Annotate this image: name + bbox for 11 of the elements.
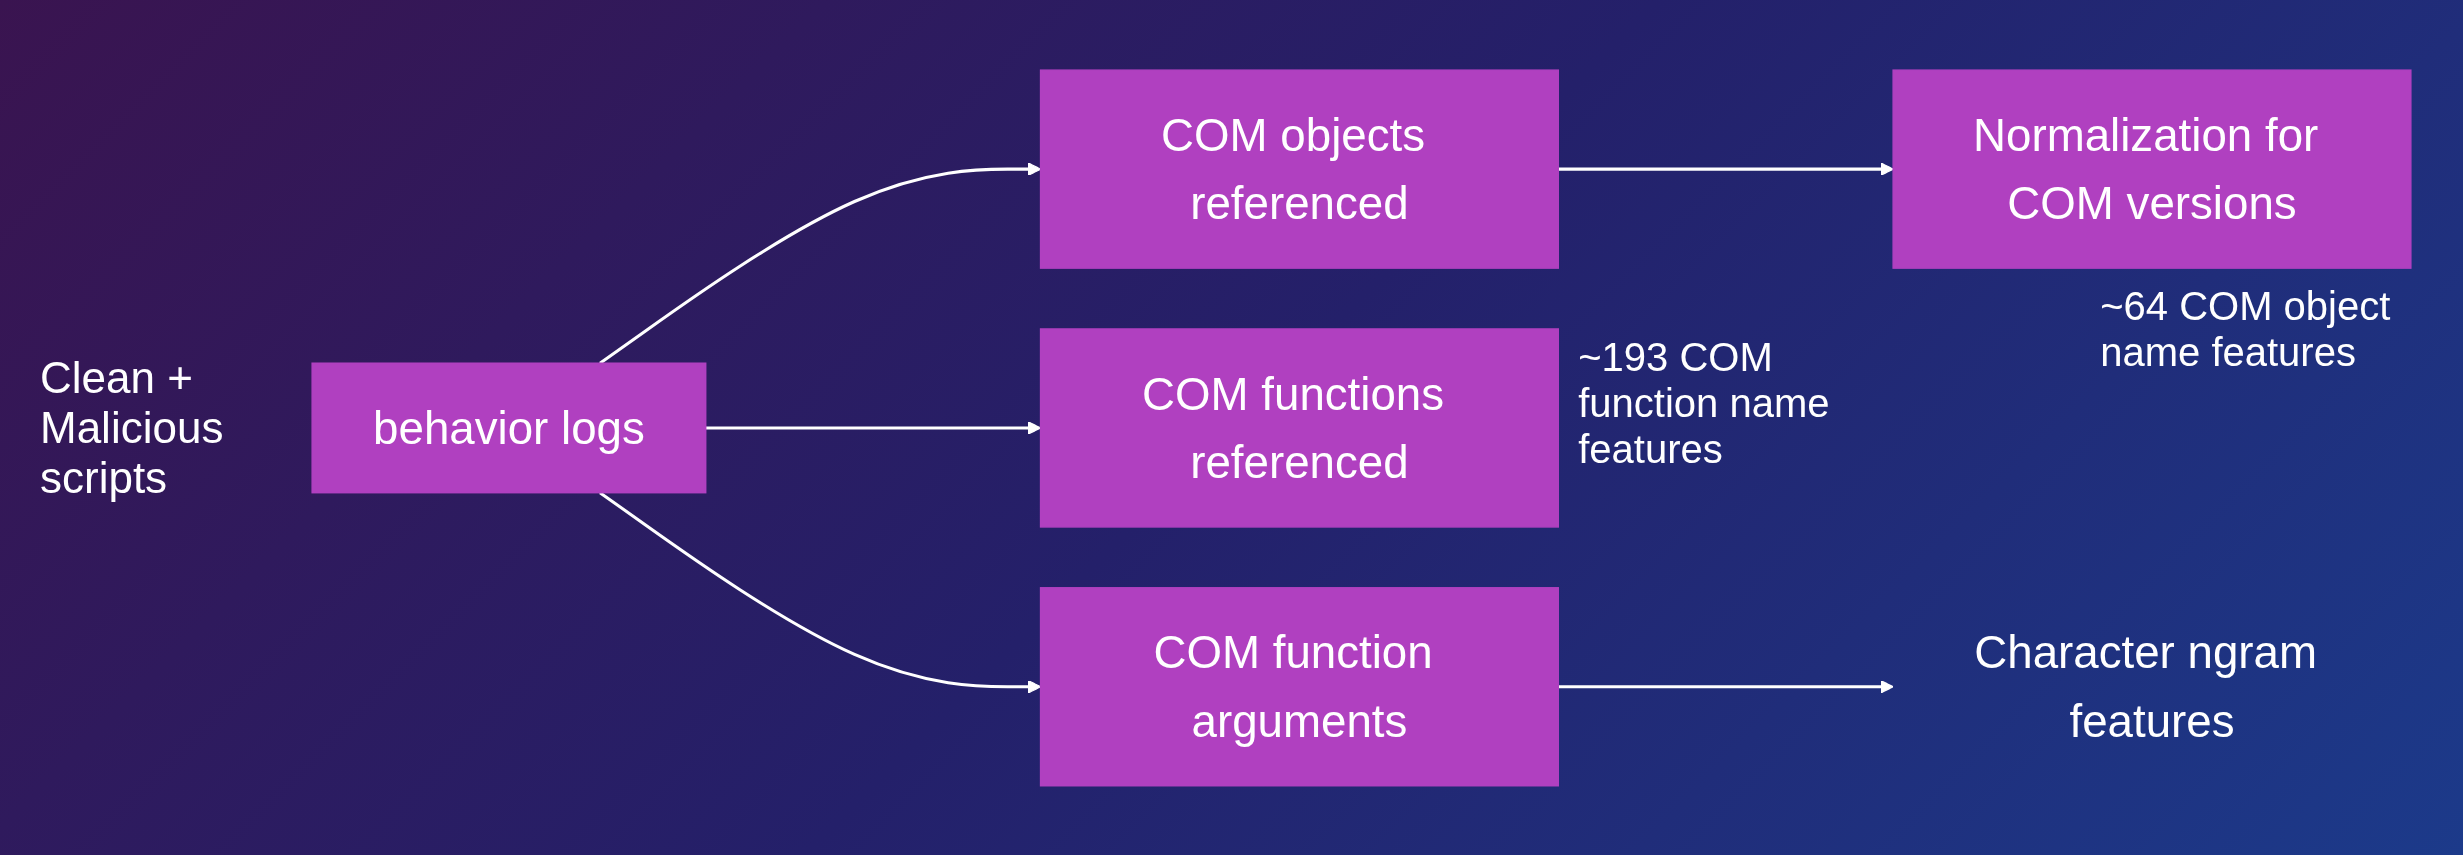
node-text: Character ngram features (1974, 626, 2317, 746)
node-box: COM function arguments (1039, 586, 1559, 787)
node-box: COM objects referenced (1039, 68, 1559, 269)
feature-count-note: ~64 COM object name features (2100, 282, 2392, 375)
arrow (1558, 162, 1894, 176)
node-box: behavior logs (311, 362, 707, 493)
node-box: COM functions referenced (1039, 327, 1559, 528)
input-text: Clean + Malicious scripts (40, 352, 225, 503)
node-box: Normalization for COM versions (1892, 68, 2412, 269)
arrow (1558, 679, 1894, 693)
feature-count-note: ~193 COM function name features (1578, 333, 1831, 472)
